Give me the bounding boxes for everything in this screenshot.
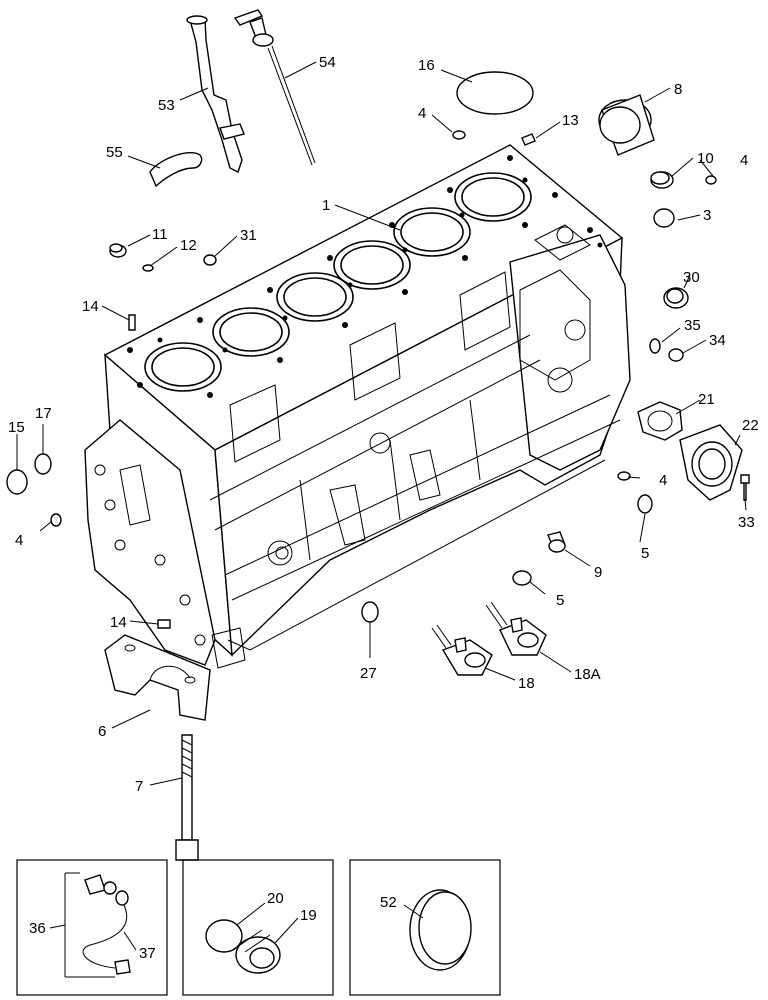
dipstick-tube [186,15,245,173]
callout-4-left: 4 [15,532,23,549]
main-bearing-cap [104,634,211,721]
callout-12: 12 [180,237,197,254]
threaded-plug-19 [205,919,281,974]
cap-plug-3 [653,208,675,228]
callout-53: 53 [158,97,175,114]
o-ring-35 [649,338,661,354]
o-ring-5-lower [512,570,532,586]
callout-35: 35 [684,317,701,334]
tube-clip [149,152,203,188]
callout-21: 21 [698,391,715,408]
callout-9: 9 [594,564,602,581]
callout-labels: 1 3 4 4 4 4 5 5 6 7 8 9 10 11 12 13 14 1… [8,54,759,962]
plug-31 [203,254,217,266]
callout-16: 16 [418,57,435,74]
callout-7: 7 [135,778,143,795]
cover-52 [409,889,472,971]
dipstick [233,9,316,166]
callout-18: 18 [518,675,535,692]
cylinder-block [84,144,631,669]
callout-10: 10 [697,150,714,167]
callout-52: 52 [380,894,397,911]
water-elbow-22 [679,424,743,501]
small-o-ring-right [705,175,717,185]
inset-box-cover [349,859,501,996]
ring-15 [6,469,28,495]
callout-11: 11 [152,226,168,243]
callout-31: 31 [240,227,257,244]
o-ring-5-right [637,494,653,514]
bolt-33 [740,474,750,501]
deck-bolt-holes [127,155,603,398]
small-o-ring-top [452,130,466,140]
callout-22: 22 [742,417,759,434]
fitting-9 [547,531,566,554]
plug-11 [109,243,127,258]
callout-18A: 18A [574,666,601,683]
callout-13: 13 [562,112,579,129]
dowel-pin-13 [521,133,536,146]
inset-box-sensor [16,859,168,996]
callout-15: 15 [8,419,25,436]
piston-cooling-nozzle-18 [431,624,493,676]
callout-5-lower: 5 [556,592,564,609]
callout-17: 17 [35,405,52,422]
callout-55: 55 [106,144,123,161]
callout-20: 20 [267,890,284,907]
callout-33: 33 [738,514,755,531]
callout-19: 19 [300,907,317,924]
callout-4-right: 4 [740,152,748,169]
leader-lines [16,61,747,951]
main-bearing-bolt [175,734,199,861]
callout-3: 3 [703,207,711,224]
callout-34: 34 [709,332,726,349]
callout-27: 27 [360,665,377,682]
gasket-21 [637,401,683,441]
inset-box-plug [182,859,334,996]
dowel-pin-14-top [128,314,136,331]
ring-27 [361,601,379,623]
o-ring-12 [142,264,154,272]
callout-6: 6 [98,723,106,740]
piston-cooling-nozzle-18A [485,601,547,656]
callout-37: 37 [139,945,156,962]
callout-30: 30 [683,269,700,286]
small-o-ring-left [50,513,62,527]
plug-30 [663,287,689,309]
callout-14-top: 14 [82,298,99,315]
callout-4-mid-right: 4 [659,472,667,489]
callout-54: 54 [319,54,336,71]
ring-17 [34,453,52,475]
large-o-ring [456,71,534,115]
callout-14-lower: 14 [110,614,127,631]
dowel-pin-14-lower [157,619,171,629]
rear-cover-8 [598,94,655,156]
callout-4-top: 4 [418,105,426,122]
small-o-ring-mid-right [617,471,631,481]
cylinder-bores [144,172,532,392]
sensor-harness [64,872,131,978]
plug-34 [668,348,684,362]
plug-10 [650,171,674,189]
callout-8: 8 [674,81,682,98]
callout-36: 36 [29,920,46,937]
callout-1: 1 [322,197,330,214]
callout-5-right: 5 [641,545,649,562]
